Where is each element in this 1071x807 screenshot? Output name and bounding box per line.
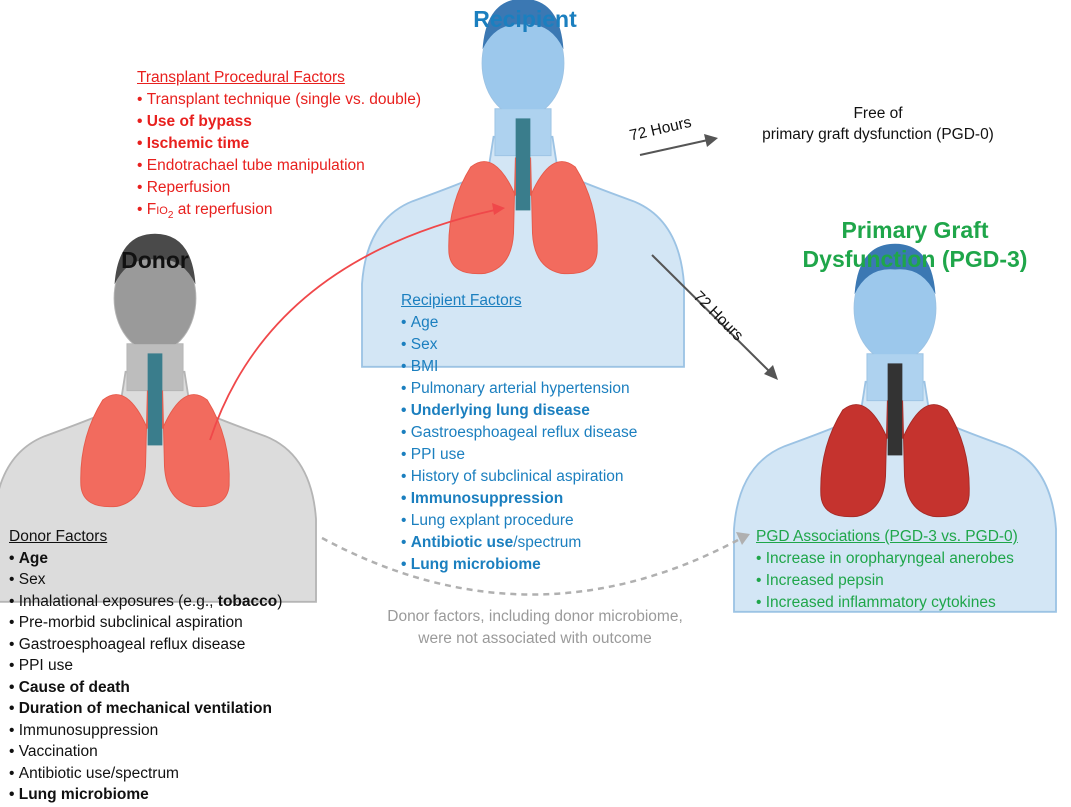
list-item: Antibiotic use/spectrum <box>401 532 637 554</box>
list-item: Increase in oropharyngeal anerobes <box>756 548 1018 570</box>
arrow-to-pgd0-icon <box>640 140 708 155</box>
donor-note-line-2: were not associated with outcome <box>350 628 720 650</box>
list-item: Increased pepsin <box>756 570 1018 592</box>
list-item: Lung microbiome <box>401 554 637 576</box>
fio2-io: IO <box>156 205 168 217</box>
inhalational-post: ) <box>277 593 282 610</box>
donor-factors-heading: Donor Factors <box>9 526 282 548</box>
list-item: Increased inflammatory cytokines <box>756 592 1018 614</box>
list-item: BMI <box>401 356 637 378</box>
list-item: Sex <box>401 334 637 356</box>
list-item: Gastroesphoageal reflux disease <box>401 422 637 444</box>
donor-factors-note: Donor factors, including donor microbiom… <box>350 606 720 650</box>
fio2-prefix: F <box>147 201 156 218</box>
list-item: Age <box>9 548 282 570</box>
list-item: Underlying lung disease <box>401 400 637 422</box>
list-item: Inhalational exposures (e.g., tobacco) <box>9 591 282 613</box>
pgd3-title: Primary Graft Dysfunction (PGD-3) <box>790 216 1040 274</box>
pgd3-title-line-2: Dysfunction (PGD-3) <box>790 245 1040 274</box>
list-item: Immunosuppression <box>401 488 637 510</box>
list-item: Lung explant procedure <box>401 510 637 532</box>
list-item: Gastroesphoageal reflux disease <box>9 634 282 656</box>
list-item: Immunosuppression <box>9 720 282 742</box>
free-of-pgd-line-2: primary graft dysfunction (PGD-0) <box>728 124 1028 145</box>
list-item: Age <box>401 312 637 334</box>
list-item: PPI use <box>401 444 637 466</box>
list-item: Vaccination <box>9 741 282 763</box>
transplant-factors-block: Transplant Procedural Factors Transplant… <box>137 67 421 227</box>
pgd-associations-heading: PGD Associations (PGD-3 vs. PGD-0) <box>756 526 1018 548</box>
list-item: FIO2 at reperfusion <box>137 199 421 227</box>
free-of-pgd-line-1: Free of <box>728 103 1028 124</box>
pgd-associations-block: PGD Associations (PGD-3 vs. PGD-0) Incre… <box>756 526 1018 614</box>
list-item: Ischemic time <box>137 133 421 155</box>
donor-factors-block: Donor Factors Age Sex Inhalational expos… <box>9 526 282 806</box>
list-item: History of subclinical aspiration <box>401 466 637 488</box>
list-item: Pre-morbid subclinical aspiration <box>9 612 282 634</box>
list-item: Use of bypass <box>137 111 421 133</box>
list-item: Pulmonary arterial hypertension <box>401 378 637 400</box>
antibiotic-rest: /spectrum <box>513 534 581 551</box>
inhalational-bold: tobacco <box>218 593 277 610</box>
list-item: Endotrachael tube manipulation <box>137 155 421 177</box>
donor-note-line-1: Donor factors, including donor microbiom… <box>350 606 720 628</box>
list-item: Lung microbiome <box>9 784 282 806</box>
pgd3-title-line-1: Primary Graft <box>790 216 1040 245</box>
list-item: Reperfusion <box>137 177 421 199</box>
list-item: Sex <box>9 569 282 591</box>
free-of-pgd-note: Free of primary graft dysfunction (PGD-0… <box>728 103 1028 145</box>
recipient-factors-block: Recipient Factors Age Sex BMI Pulmonary … <box>401 290 637 576</box>
list-item: Cause of death <box>9 677 282 699</box>
list-item: Duration of mechanical ventilation <box>9 698 282 720</box>
fio2-suffix: at reperfusion <box>173 201 272 218</box>
inhalational-pre: Inhalational exposures (e.g., <box>19 593 218 610</box>
donor-title: Donor <box>95 247 215 274</box>
antibiotic-bold: Antibiotic use <box>411 534 513 551</box>
list-item: PPI use <box>9 655 282 677</box>
recipient-title: Recipient <box>440 6 610 33</box>
list-item: Transplant technique (single vs. double) <box>137 89 421 111</box>
transplant-factors-heading: Transplant Procedural Factors <box>137 67 421 89</box>
recipient-factors-heading: Recipient Factors <box>401 290 637 312</box>
list-item: Antibiotic use/spectrum <box>9 763 282 785</box>
